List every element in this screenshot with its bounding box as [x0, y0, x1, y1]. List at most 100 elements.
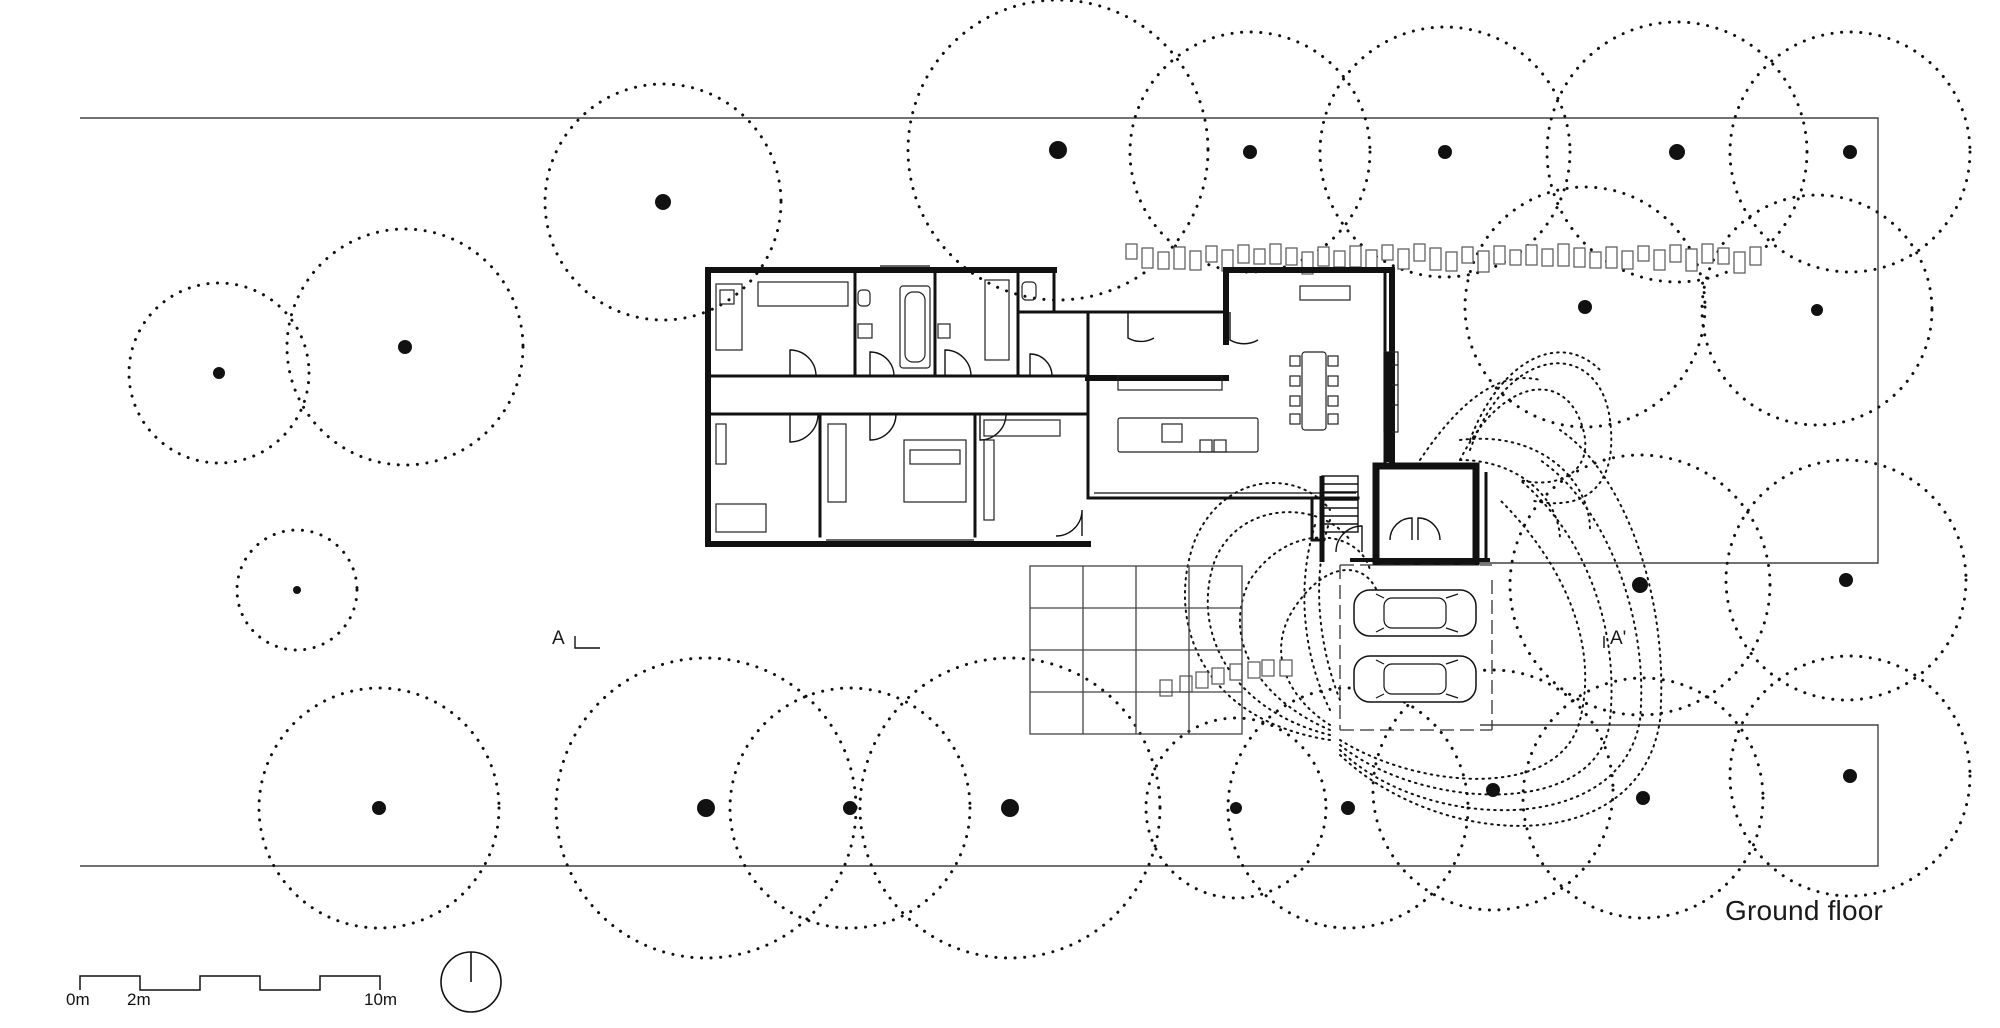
- tree-canopy-icon: [858, 656, 1162, 960]
- stepping-stone: [1333, 250, 1346, 268]
- stepping-stone: [1733, 251, 1746, 274]
- stair: [1310, 475, 1359, 562]
- tree-trunk-icon: [843, 801, 857, 815]
- tree-trunk-icon: [398, 340, 412, 354]
- tree-trunk-icon: [1811, 304, 1823, 316]
- tree-trunk-icon: [1341, 801, 1355, 815]
- stepping-stone: [1189, 250, 1202, 271]
- stepping-stone: [1477, 250, 1490, 273]
- tree-canopy-icon: [1463, 185, 1707, 429]
- stepping-stone: [1141, 247, 1154, 269]
- tree-canopy-icon: [1545, 20, 1809, 284]
- carport: [1339, 564, 1493, 731]
- stepping-stone: [1381, 244, 1394, 261]
- tree-trunk-icon: [1578, 300, 1592, 314]
- stepping-stone: [1301, 251, 1314, 275]
- tree-canopy-icon: [1728, 654, 1972, 898]
- house-walls: [705, 267, 1395, 547]
- stepping-stone: [1237, 244, 1250, 264]
- tree-trunk-icon: [1843, 145, 1857, 159]
- scale-label-2: 2m: [127, 990, 151, 1009]
- stepping-stone: [1589, 251, 1602, 269]
- stepping-stone: [1557, 243, 1570, 267]
- stepping-stone: [1525, 244, 1538, 266]
- tree-trunk-icon: [213, 367, 225, 379]
- tree-trunk-icon: [1001, 799, 1019, 817]
- stepping-stone: [1413, 243, 1426, 262]
- section-marker-a-prime: A': [1610, 628, 1627, 649]
- tree-canopy-icon: [1700, 193, 1934, 427]
- stepping-stone: [1669, 244, 1682, 263]
- terrace-grid: [1029, 565, 1243, 735]
- stepping-stones: [1125, 243, 1762, 697]
- scale-bar: [79, 975, 381, 991]
- tree-trunk-icon: [1438, 145, 1452, 159]
- stepping-stone: [1701, 243, 1714, 264]
- stepping-stone: [1261, 659, 1275, 677]
- property-boundary: [80, 117, 1879, 867]
- tree-trunk-icon: [655, 194, 671, 210]
- stepping-stone: [1247, 661, 1261, 679]
- stepping-stone: [1541, 248, 1554, 267]
- tree-trunk-icon: [1839, 573, 1853, 587]
- tree-group: [127, 0, 1972, 960]
- tree-canopy-icon: [257, 686, 501, 930]
- garage-annex: [1350, 462, 1490, 566]
- stepping-stone: [1749, 246, 1762, 266]
- tree-canopy-icon: [1128, 30, 1372, 274]
- tree-canopy-icon: [543, 82, 783, 322]
- tree-canopy-icon: [1508, 453, 1772, 717]
- tree-trunk-icon: [1230, 802, 1242, 814]
- stepping-stone: [1279, 659, 1293, 677]
- stepping-stone: [1605, 246, 1618, 269]
- stepping-stone: [1685, 248, 1698, 272]
- car-icon: [1353, 655, 1477, 703]
- stepping-stone: [1429, 247, 1442, 271]
- stepping-stone: [1445, 251, 1458, 272]
- tree-canopy-icon: [1318, 25, 1572, 279]
- tree-canopy-icon: [1724, 458, 1968, 702]
- stepping-stone: [1653, 249, 1666, 271]
- north-arrow-icon: [440, 951, 502, 1013]
- stepping-stone: [1717, 247, 1730, 265]
- tree-trunk-icon: [1636, 791, 1650, 805]
- tree-canopy-icon: [1728, 30, 1972, 274]
- stepping-stone: [1365, 249, 1378, 269]
- stepping-stone: [1285, 247, 1298, 266]
- scale-label-0: 0m: [66, 990, 90, 1009]
- tree-trunk-icon: [1632, 577, 1648, 593]
- tree-canopy-icon: [285, 227, 525, 467]
- stepping-stone: [1349, 245, 1362, 268]
- tree-trunk-icon: [1669, 144, 1685, 160]
- tree-trunk-icon: [1243, 145, 1257, 159]
- stepping-stone: [1229, 663, 1243, 681]
- tree-trunk-icon: [293, 586, 301, 594]
- stepping-stone: [1317, 246, 1330, 267]
- stepping-stone: [1573, 247, 1586, 268]
- tree-trunk-icon: [372, 801, 386, 815]
- stepping-stone: [1637, 245, 1650, 262]
- tree-trunk-icon: [697, 799, 715, 817]
- door-swings: [789, 312, 1441, 553]
- tree-canopy-icon: [906, 0, 1210, 302]
- stepping-stone: [1621, 250, 1634, 270]
- tree-canopy-icon: [728, 686, 972, 930]
- plan-title: Ground floor: [1725, 895, 1884, 926]
- furniture: [715, 279, 1399, 533]
- stepping-stone: [1493, 245, 1506, 265]
- tree-trunk-icon: [1486, 783, 1500, 797]
- car-icon: [1353, 589, 1477, 637]
- stepping-stone: [1211, 667, 1225, 685]
- scale-label-10: 10m: [364, 990, 398, 1009]
- stepping-stone: [1461, 246, 1474, 264]
- section-marker-a: A: [552, 628, 565, 649]
- stepping-stone: [1159, 679, 1173, 697]
- stepping-stone: [1397, 248, 1410, 270]
- stepping-stone: [1205, 245, 1218, 263]
- stepping-stone: [1173, 246, 1186, 270]
- terrain-contours: [1183, 351, 1663, 827]
- kitchen-counter: [1384, 352, 1392, 462]
- tree-canopy-icon: [1521, 676, 1765, 920]
- stepping-stone: [1195, 671, 1209, 689]
